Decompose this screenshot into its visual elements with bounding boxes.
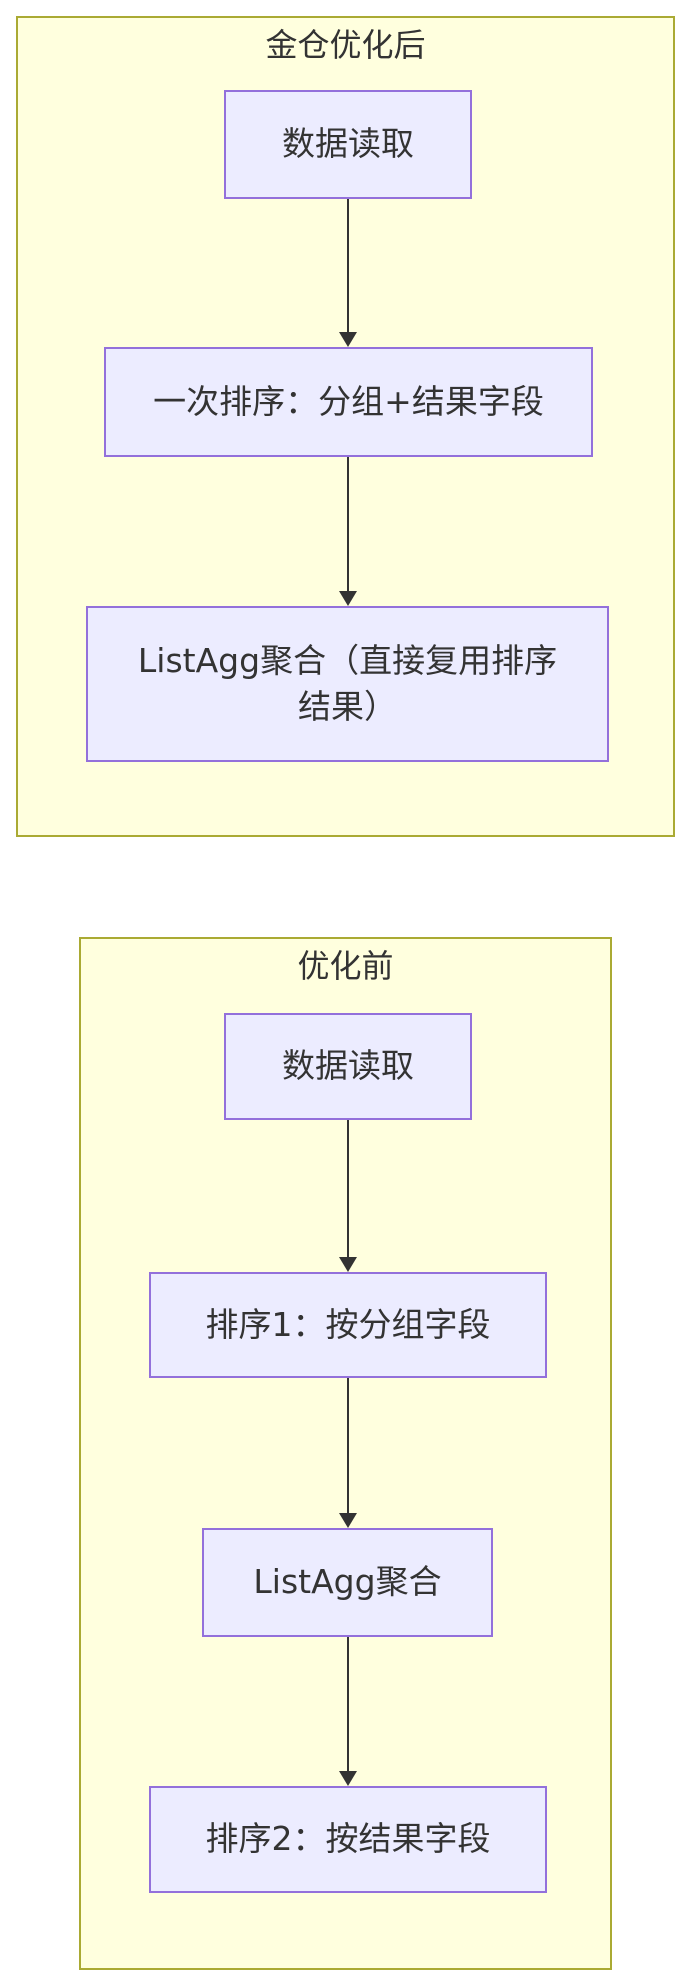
arrowhead-down-icon: [339, 1257, 357, 1272]
node-label: ListAgg聚合: [253, 1562, 442, 1602]
edge-line: [347, 1378, 349, 1513]
flowchart-node-data-read-2: 数据读取: [224, 1013, 472, 1120]
node-label: 排序2：按结果字段: [205, 1819, 491, 1859]
flowchart-node-listagg-reuse: ListAgg聚合（直接复用排序 结果）: [86, 606, 609, 762]
node-label: 数据读取: [282, 124, 414, 164]
arrowhead-down-icon: [339, 1513, 357, 1528]
node-label: ListAgg聚合（直接复用排序 结果）: [137, 640, 558, 726]
edge-line: [347, 1120, 349, 1257]
arrowhead-down-icon: [339, 591, 357, 606]
arrowhead-down-icon: [339, 332, 357, 347]
flowchart-node-single-sort: 一次排序：分组+结果字段: [104, 347, 593, 457]
flowchart-node-sort1: 排序1：按分组字段: [149, 1272, 547, 1378]
arrowhead-down-icon: [339, 1771, 357, 1786]
flowchart-node-data-read: 数据读取: [224, 90, 472, 199]
subgraph-title: 金仓优化后: [265, 26, 426, 64]
node-label: 一次排序：分组+结果字段: [153, 381, 544, 421]
node-label: 数据读取: [282, 1046, 414, 1086]
edge-line: [347, 457, 349, 592]
flowchart-node-sort2: 排序2：按结果字段: [149, 1786, 547, 1893]
node-label: 排序1：按分组字段: [205, 1304, 491, 1344]
edge-line: [347, 199, 349, 333]
edge-line: [347, 1637, 349, 1771]
subgraph-title: 优化前: [297, 947, 394, 985]
flowchart-node-listagg: ListAgg聚合: [202, 1528, 493, 1637]
